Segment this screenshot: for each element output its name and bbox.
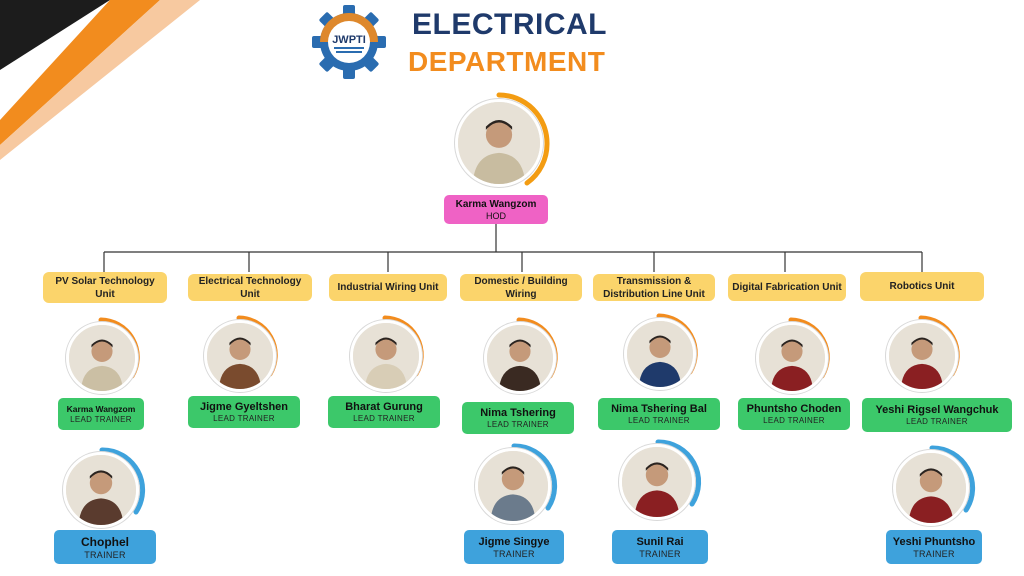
lead-photo-nima-tshering xyxy=(484,322,556,394)
trainer-tag-chophel: Chophel TRAINER xyxy=(54,530,156,564)
trainer-photo-ring xyxy=(929,445,976,513)
hod-photo-ring xyxy=(496,92,550,186)
hod-role: HOD xyxy=(486,210,506,221)
lead-name: Phuntsho Choden xyxy=(746,403,842,415)
trainer-role: TRAINER xyxy=(493,548,535,559)
lead-name: Jigme Gyeltshen xyxy=(199,401,289,413)
lead-tag-transmission: Nima Tshering Bal LEAD TRAINER xyxy=(598,398,720,430)
trainer-name: Yeshi Phuntsho xyxy=(892,535,976,548)
lead-photo-karma-wangzom xyxy=(66,322,138,394)
hod-name: Karma Wangzom xyxy=(455,198,537,210)
lead-photo-phuntsho-choden xyxy=(756,322,828,394)
trainer-name: Chophel xyxy=(81,534,129,549)
corner-decoration xyxy=(0,0,200,160)
lead-photo-jigme-gyeltshen xyxy=(204,320,276,392)
lead-photo-yeshi-rigsel-wangchuk xyxy=(886,320,958,392)
hod-photo xyxy=(455,99,543,187)
trainer-photo-ring xyxy=(99,447,146,515)
hod-name-tag: Karma Wangzom HOD xyxy=(444,195,548,224)
trainer-photo-sunil-rai xyxy=(619,444,695,520)
trainer-role: TRAINER xyxy=(84,549,126,560)
trainer-photo-chophel xyxy=(63,452,139,528)
unit-domestic-building-wiring: Domestic / Building Wiring xyxy=(460,274,582,301)
lead-role: LEAD TRAINER xyxy=(628,416,690,425)
lead-tag-digital-fabrication: Phuntsho Choden LEAD TRAINER xyxy=(738,398,850,430)
lead-name: Nima Tshering Bal xyxy=(611,403,707,415)
lead-name: Karma Wangzom xyxy=(66,404,136,414)
logo-text: JWPTI xyxy=(332,34,366,46)
unit-robotics: Robotics Unit xyxy=(860,272,984,301)
trainer-name: Jigme Singye xyxy=(478,535,550,548)
lead-role: LEAD TRAINER xyxy=(353,414,415,423)
trainer-photo-jigme-singye xyxy=(475,448,551,524)
trainer-role: TRAINER xyxy=(913,548,955,559)
trainer-tag-sunil-rai: Sunil Rai TRAINER xyxy=(612,530,708,564)
lead-tag-electrical-technology: Jigme Gyeltshen LEAD TRAINER xyxy=(188,396,300,428)
trainer-tag-jigme-singye: Jigme Singye TRAINER xyxy=(464,530,564,564)
lead-role: LEAD TRAINER xyxy=(487,420,549,429)
jwpti-gear-logo-icon: JWPTI xyxy=(312,5,386,79)
lead-role: LEAD TRAINER xyxy=(213,414,275,423)
unit-digital-fabrication: Digital Fabrication Unit xyxy=(728,274,846,301)
trainer-role: TRAINER xyxy=(639,548,681,559)
trainer-tag-yeshi-phuntsho: Yeshi Phuntsho TRAINER xyxy=(886,530,982,564)
trainer-photo-ring xyxy=(511,443,558,511)
page-title-line2: DEPARTMENT xyxy=(408,46,606,77)
lead-name: Bharat Gurung xyxy=(345,401,423,413)
lead-photo-nima-tshering-bal xyxy=(624,318,696,390)
page-title-line1: ELECTRICAL xyxy=(412,8,607,41)
unit-industrial-wiring: Industrial Wiring Unit xyxy=(329,274,447,301)
trainer-photo-yeshi-phuntsho xyxy=(893,450,969,526)
lead-tag-pv-solar: Karma Wangzom LEAD TRAINER xyxy=(58,398,144,430)
lead-name: Yeshi Rigsel Wangchuk xyxy=(875,404,999,416)
lead-tag-industrial-wiring: Bharat Gurung LEAD TRAINER xyxy=(328,396,440,428)
unit-electrical-technology: Electrical Technology Unit xyxy=(188,274,312,301)
lead-role: LEAD TRAINER xyxy=(70,415,132,424)
trainer-name: Sunil Rai xyxy=(636,535,684,548)
lead-role: LEAD TRAINER xyxy=(906,417,968,426)
unit-transmission-distribution: Transmission & Distribution Line Unit xyxy=(593,274,715,301)
lead-photo-bharat-gurung xyxy=(350,320,422,392)
unit-pv-solar: PV Solar Technology Unit xyxy=(43,272,167,303)
lead-tag-robotics: Yeshi Rigsel Wangchuk LEAD TRAINER xyxy=(862,398,1012,432)
lead-role: LEAD TRAINER xyxy=(763,416,825,425)
trainer-photo-ring xyxy=(655,439,702,507)
lead-tag-domestic-wiring: Nima Tshering LEAD TRAINER xyxy=(462,402,574,434)
lead-name: Nima Tshering xyxy=(480,407,556,419)
